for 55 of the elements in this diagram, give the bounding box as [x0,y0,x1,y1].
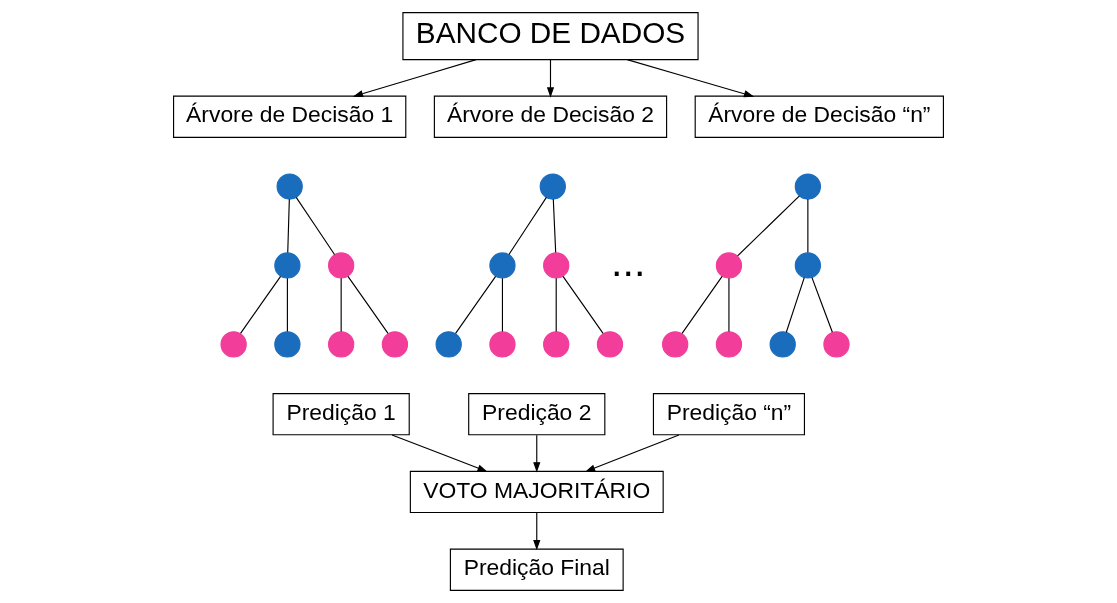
node-circle [489,252,516,279]
node-circle [274,331,301,358]
connector [681,275,723,334]
node-circle [328,252,355,279]
arrow [546,59,555,98]
node-box: BANCO DE DADOS [402,12,699,61]
node-box: Predição Final [449,548,624,591]
connector [340,277,342,333]
connector [286,277,288,333]
node-circle [543,252,570,279]
node-circle [539,173,566,200]
node-circle [274,252,301,279]
connector [562,275,604,334]
node-box: Árvore de Decisão 2 [433,95,668,138]
node-circle [715,331,743,358]
node-circle [435,331,462,358]
connector [552,198,557,254]
node-box: Predição “n” [652,393,805,436]
connector [508,196,547,255]
node-box: VOTO MAJORITÁRIO [409,470,664,514]
connector [347,275,389,334]
node-circle [794,252,822,279]
node-circle [794,173,822,200]
connector [811,277,833,333]
node-circle [489,331,516,358]
node-circle [276,173,303,200]
node-circle [769,331,796,358]
connector [455,275,497,334]
node-box: Predição 1 [272,393,410,436]
connector [287,198,290,254]
arrow [533,434,541,473]
arrow [533,512,541,551]
node-circle [381,331,409,358]
node-box: Árvore de Decisão “n” [694,95,944,138]
label: ... [611,238,646,285]
arrow [626,59,755,98]
arrow [391,434,488,472]
node-circle [715,252,743,279]
connector [737,195,800,257]
connector [807,198,809,254]
node-circle [543,331,570,358]
connector [501,277,503,333]
node-box: Árvore de Decisão 1 [173,95,407,138]
connector [785,277,805,333]
node-circle [823,331,850,358]
connector [295,196,336,255]
node-circle [328,331,355,358]
node-box: Predição 2 [468,393,606,436]
node-circle [220,331,247,358]
arrow [584,434,680,472]
node-circle [662,331,689,358]
connector [240,275,282,334]
connector [555,277,557,333]
arrow [352,59,477,98]
node-circle [596,331,624,358]
